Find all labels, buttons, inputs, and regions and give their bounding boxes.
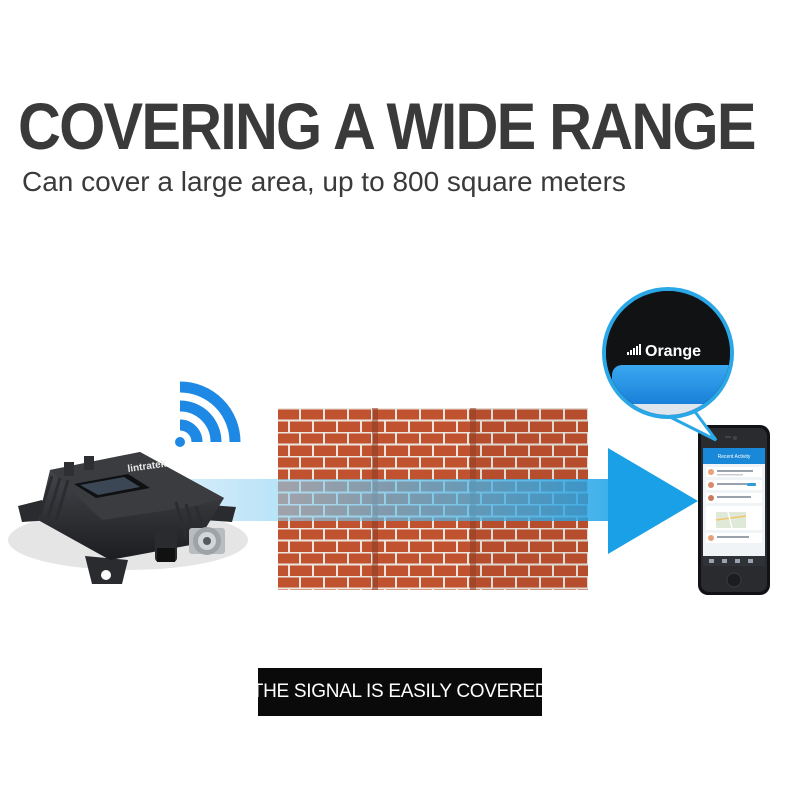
signal-arrow-icon bbox=[170, 448, 698, 554]
page-title: COVERING A WIDE RANGE bbox=[18, 89, 756, 163]
carrier-name: Orange bbox=[645, 343, 701, 360]
page-subtitle: Can cover a large area, up to 800 square… bbox=[22, 166, 626, 197]
booster-brand-label: lintratek bbox=[127, 459, 167, 475]
phone-app-header: Recent Activity bbox=[718, 454, 751, 460]
signal-booster-device: lintratek bbox=[8, 452, 248, 584]
caption-banner: THE SIGNAL IS EASILY COVERED bbox=[252, 668, 549, 716]
signal-strength-icon bbox=[627, 344, 641, 355]
caption-text: THE SIGNAL IS EASILY COVERED bbox=[251, 681, 549, 702]
wifi-signal-icon bbox=[175, 381, 241, 447]
carrier-zoom-bubble: Orange bbox=[602, 287, 734, 442]
smartphone: Recent Activity bbox=[698, 425, 770, 595]
